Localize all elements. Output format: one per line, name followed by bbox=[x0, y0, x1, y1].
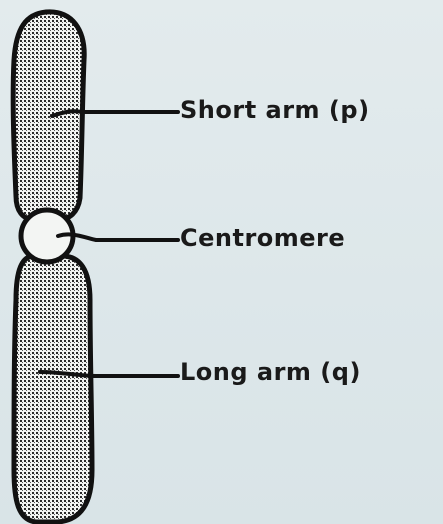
centromere-label: Centromere bbox=[180, 224, 345, 252]
long-arm-label: Long arm (q) bbox=[180, 358, 361, 386]
short-arm-shape bbox=[13, 12, 84, 220]
short-arm-label: Short arm (p) bbox=[180, 96, 370, 124]
long-arm-shape bbox=[14, 256, 92, 522]
centromere-leader-line bbox=[58, 234, 178, 240]
